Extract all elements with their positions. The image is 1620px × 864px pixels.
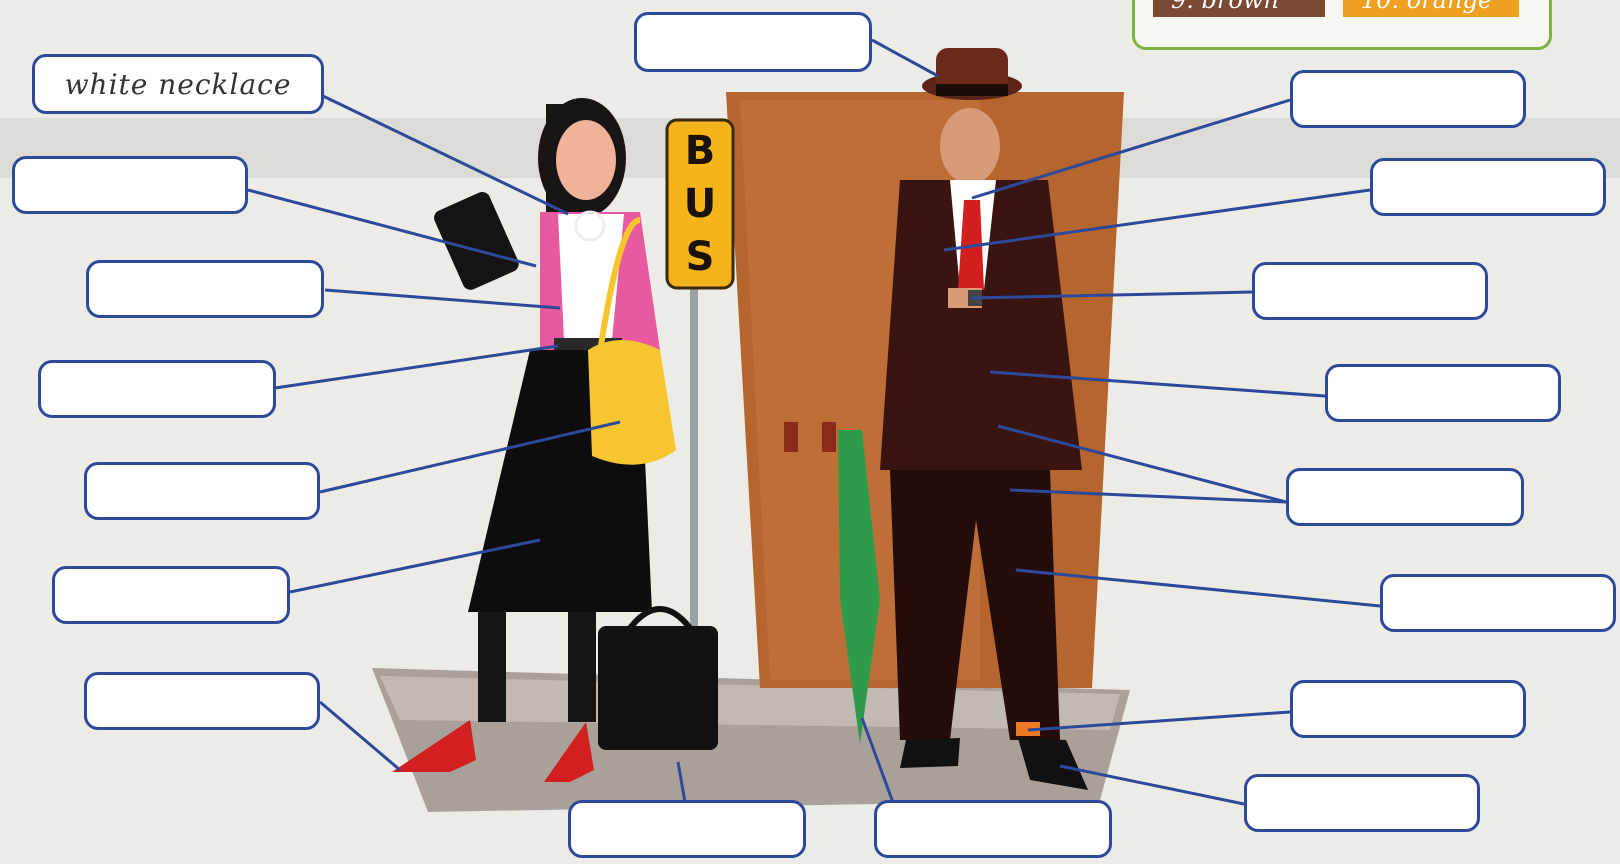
yellow-bag <box>588 340 676 465</box>
label-box-blank[interactable] <box>1370 158 1606 216</box>
woman-leg-right <box>568 612 596 722</box>
woman-leg-left <box>478 612 506 722</box>
woman-face <box>556 120 616 200</box>
label-box-blank[interactable] <box>1380 574 1616 632</box>
man-face <box>940 108 1000 184</box>
label-box-blank[interactable] <box>874 800 1112 858</box>
label-box-blank[interactable] <box>1252 262 1488 320</box>
label-box-blank[interactable] <box>38 360 276 418</box>
label-box-blank[interactable] <box>86 260 324 318</box>
label-box-blank[interactable] <box>84 672 320 730</box>
bus-letter: S <box>686 234 715 280</box>
color-key-brown: 9. brown <box>1153 0 1325 17</box>
bus-letter: B <box>685 128 716 174</box>
color-key-orange: 10. orange <box>1343 0 1519 17</box>
label-box-blank[interactable] <box>568 800 806 858</box>
label-box-blank[interactable] <box>1286 468 1524 526</box>
label-box-blank[interactable] <box>84 462 320 520</box>
label-box-blank[interactable] <box>1325 364 1561 422</box>
bus-letter: U <box>684 181 716 227</box>
label-box-blank[interactable] <box>12 156 248 214</box>
example-label-text: white necklace <box>65 68 292 101</box>
label-box-example: white necklace <box>32 54 324 114</box>
label-box-blank[interactable] <box>1244 774 1480 832</box>
black-shoe-left <box>900 738 960 768</box>
color-key-card: 9. brown 10. orange <box>1132 0 1552 50</box>
bus-sign-text: B U S <box>667 124 733 284</box>
label-box-blank[interactable] <box>634 12 872 72</box>
black-briefcase <box>598 626 718 750</box>
label-box-blank[interactable] <box>1290 70 1526 128</box>
label-box-blank[interactable] <box>1290 680 1526 738</box>
label-box-blank[interactable] <box>52 566 290 624</box>
